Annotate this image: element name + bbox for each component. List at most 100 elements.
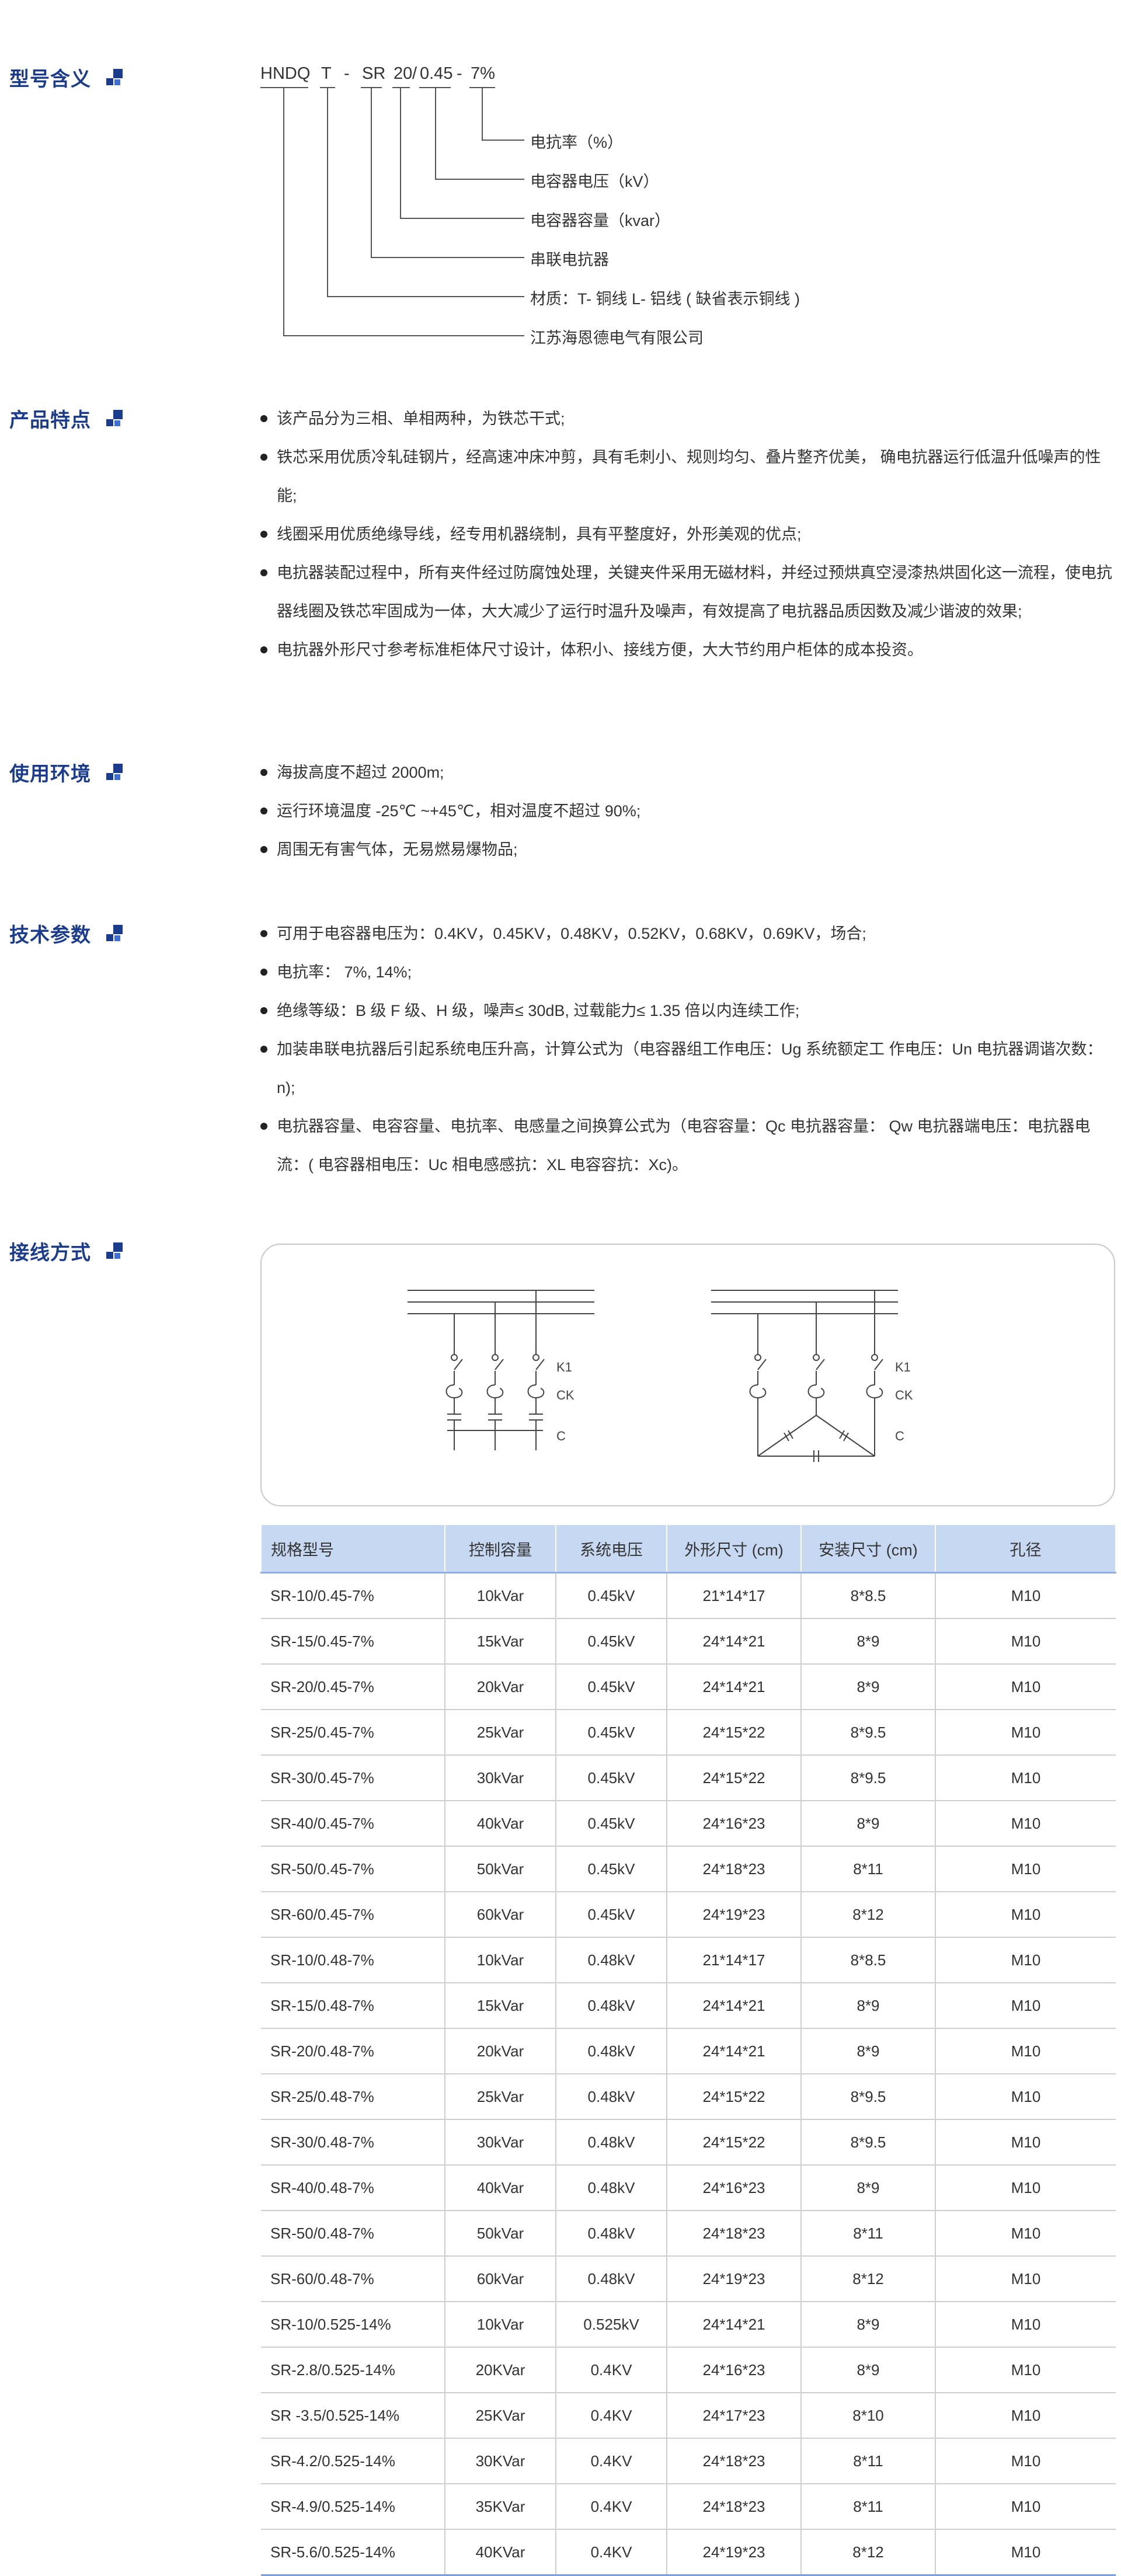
table-cell: SR-30/0.45-7% (261, 1755, 445, 1801)
model-code-capacity: 20 (394, 64, 413, 83)
table-cell: SR-15/0.48-7% (261, 1983, 445, 2029)
label-k1: K1 (556, 1360, 572, 1374)
label-c: C (556, 1429, 566, 1443)
table-cell: 8*9 (801, 1983, 936, 2029)
table-cell: 25kVar (445, 1710, 556, 1756)
table-cell: 8*11 (801, 2438, 936, 2484)
table-cell: 24*16*23 (667, 2347, 802, 2393)
table-cell: SR-15/0.45-7% (261, 1618, 445, 1665)
list-item: 电抗器外形尺寸参考标准柜体尺寸设计，体积小、接线方便，大大节约用户柜体的成本投资… (260, 631, 1113, 669)
table-cell: SR-4.9/0.525-14% (261, 2484, 445, 2530)
table-cell: 24*15*22 (667, 1710, 802, 1756)
section-title: 使用环境 (9, 763, 91, 785)
list-item: 线圈采用优质绝缘导线，经专用机器绕制，具有平整度好，外形美观的优点; (260, 515, 1113, 554)
table-cell: 24*19*23 (667, 2529, 802, 2576)
table-cell: 24*14*21 (667, 2028, 802, 2074)
table-cell: M10 (935, 2256, 1116, 2302)
table-cell: 24*18*23 (667, 1846, 802, 1892)
blocks-icon (106, 763, 124, 781)
table-cell: 0.45kV (556, 1755, 667, 1801)
model-code-dash: - (344, 64, 350, 83)
table-cell: 0.48kV (556, 1983, 667, 2029)
table-cell: 21*14*17 (667, 1937, 802, 1983)
list-item: 电抗器容量、电容容量、电抗率、电感量之间换算公式为（电容容量：Qc 电抗器容量：… (260, 1107, 1113, 1184)
table-cell: M10 (935, 1618, 1116, 1665)
table-cell: M10 (935, 2119, 1116, 2166)
list-item: 可用于电容器电压为：0.4KV，0.45KV，0.48KV，0.52KV，0.6… (260, 914, 1113, 953)
table-cell: 20KVar (445, 2347, 556, 2393)
table-cell: 24*19*23 (667, 1892, 802, 1938)
table-cell: 21*14*17 (667, 1572, 802, 1619)
table-cell: M10 (935, 2529, 1116, 2576)
label-k1: K1 (895, 1360, 911, 1374)
table-cell: 50kVar (445, 2211, 556, 2257)
table-cell: 8*9 (801, 2302, 936, 2348)
table-cell: 0.45kV (556, 1710, 667, 1756)
table-cell: 0.4KV (556, 2484, 667, 2530)
table-cell: 15kVar (445, 1618, 556, 1665)
section-model-meaning: 型号含义 (9, 63, 124, 92)
table-cell: M10 (935, 1846, 1116, 1892)
list-item: 海拔高度不超过 2000m; (260, 753, 1113, 792)
table-cell: 0.4KV (556, 2529, 667, 2576)
model-code-dash: - (457, 64, 462, 83)
table-cell: 60kVar (445, 1892, 556, 1938)
table-cell: M10 (935, 2211, 1116, 2257)
table-cell: M10 (935, 1755, 1116, 1801)
tech-params-list: 可用于电容器电压为：0.4KV，0.45KV，0.48KV，0.52KV，0.6… (260, 914, 1113, 1184)
wiring-diagram: K1 CK C K1 CK C (408, 1290, 913, 1462)
table-cell: 8*9 (801, 2028, 936, 2074)
table-cell: 8*9.5 (801, 2119, 936, 2166)
blocks-icon (106, 924, 124, 942)
table-cell: M10 (935, 1710, 1116, 1756)
table-cell: 0.4KV (556, 2438, 667, 2484)
table-cell: 8*9.5 (801, 1755, 936, 1801)
table-cell: 0.48kV (556, 2165, 667, 2211)
table-cell: M10 (935, 2484, 1116, 2530)
table-cell: 0.48kV (556, 2074, 667, 2120)
model-code-diagram: HNDQ T - SR 20 / 0.45 - 7% 电抗率（%） 电容器电压（… (260, 58, 844, 362)
table-cell: M10 (935, 2302, 1116, 2348)
table-cell: 15kVar (445, 1983, 556, 2029)
table-cell: 8*9 (801, 2347, 936, 2393)
model-code-series: HNDQ (260, 64, 311, 83)
table-cell: 20kVar (445, 2028, 556, 2074)
list-item: 运行环境温度 -25℃ ~+45℃，相对温度不超过 90%; (260, 792, 1113, 830)
table-cell: SR-10/0.48-7% (261, 1937, 445, 1983)
table-cell: 0.45kV (556, 1572, 667, 1619)
spec-table: 规格型号 控制容量 系统电压 外形尺寸 (cm) 安装尺寸 (cm) 孔径 SR… (260, 1524, 1116, 2576)
table-cell: 0.45kV (556, 1801, 667, 1847)
column-header: 安装尺寸 (cm) (800, 1524, 936, 1574)
table-cell: 24*14*21 (667, 1983, 802, 2029)
table-cell: SR-60/0.48-7% (261, 2256, 445, 2302)
column-header: 规格型号 (260, 1524, 445, 1574)
table-cell: 20kVar (445, 1664, 556, 1710)
table-cell: SR-4.2/0.525-14% (261, 2438, 445, 2484)
table-cell: 24*15*22 (667, 1755, 802, 1801)
table-cell: 0.45kV (556, 1618, 667, 1665)
table-cell: M10 (935, 1937, 1116, 1983)
table-cell: 0.4KV (556, 2393, 667, 2439)
table-cell: 30kVar (445, 1755, 556, 1801)
table-cell: 8*9 (801, 1801, 936, 1847)
table-cell: 8*9 (801, 2165, 936, 2211)
table-cell: SR -3.5/0.525-14% (261, 2393, 445, 2439)
table-cell: M10 (935, 1983, 1116, 2029)
list-item: 周围无有害气体，无易燃易爆物品; (260, 830, 1113, 869)
table-cell: 8*12 (801, 2529, 936, 2576)
column-header: 孔径 (935, 1524, 1116, 1574)
table-cell: 24*14*21 (667, 2302, 802, 2348)
table-header-row: 规格型号 控制容量 系统电压 外形尺寸 (cm) 安装尺寸 (cm) 孔径 (260, 1524, 1116, 1574)
